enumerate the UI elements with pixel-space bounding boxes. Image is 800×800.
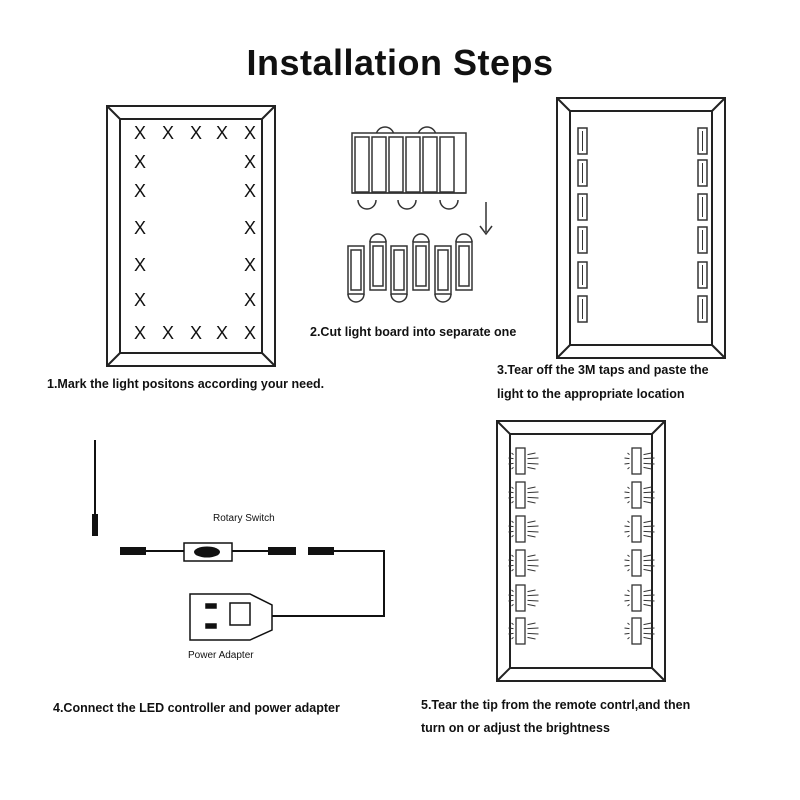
- step2-led-strip: [347, 126, 493, 303]
- position-marker: X: [244, 152, 256, 172]
- lit-light-pad: [624, 549, 655, 577]
- position-marker: X: [190, 323, 202, 343]
- light-pad: [697, 159, 708, 187]
- lit-light-pad: [508, 447, 539, 475]
- power-adapter-label: Power Adapter: [188, 650, 254, 661]
- position-marker: X: [244, 218, 256, 238]
- led-module: [455, 233, 473, 291]
- light-pad: [577, 295, 588, 323]
- step3-caption-line1: 3.Tear off the 3M taps and paste the: [497, 363, 709, 377]
- led-module: [369, 233, 387, 291]
- rotary-switch: [183, 542, 233, 562]
- light-pad: [697, 226, 708, 254]
- light-pad: [697, 193, 708, 221]
- position-marker: X: [134, 123, 146, 143]
- light-pad: [577, 193, 588, 221]
- led-module: [412, 233, 430, 291]
- led-module: [347, 245, 365, 303]
- led-module: [390, 245, 408, 303]
- lit-light-pad: [508, 584, 539, 612]
- power-adapter: [189, 593, 273, 641]
- position-marker: X: [244, 181, 256, 201]
- position-marker: X: [134, 255, 146, 275]
- position-marker: X: [134, 181, 146, 201]
- lit-light-pad: [508, 549, 539, 577]
- position-marker: X: [216, 323, 228, 343]
- page-title: Installation Steps: [246, 42, 554, 83]
- lit-light-pad: [508, 515, 539, 543]
- position-marker: X: [134, 218, 146, 238]
- led-module: [434, 245, 452, 303]
- lit-light-pad: [624, 617, 655, 645]
- step5-caption-line2: turn on or adjust the brightness: [421, 721, 610, 735]
- position-marker: X: [216, 123, 228, 143]
- position-marker: X: [134, 290, 146, 310]
- step2-caption: 2.Cut light board into separate one: [310, 325, 517, 339]
- step1-caption: 1.Mark the light positons according your…: [47, 377, 325, 391]
- lit-light-pad: [624, 515, 655, 543]
- position-marker: X: [162, 123, 174, 143]
- position-marker: X: [190, 123, 202, 143]
- step1-mirror: [106, 105, 276, 367]
- light-pad: [697, 127, 708, 155]
- lit-light-pad: [624, 447, 655, 475]
- position-marker: X: [244, 323, 256, 343]
- position-marker: X: [244, 290, 256, 310]
- lit-light-pad: [508, 617, 539, 645]
- position-marker: X: [244, 255, 256, 275]
- step3-caption-line2: light to the appropriate location: [497, 387, 685, 401]
- lit-light-pad: [508, 481, 539, 509]
- step4-wiring: [92, 440, 385, 617]
- rotary-switch-label: Rotary Switch: [213, 513, 275, 524]
- position-marker: X: [244, 123, 256, 143]
- step4-caption: 4.Connect the LED controller and power a…: [53, 701, 340, 715]
- step3-light-pads: [577, 127, 708, 323]
- position-marker: X: [134, 152, 146, 172]
- step3-mirror: [556, 97, 726, 359]
- light-pad: [577, 226, 588, 254]
- position-marker: X: [134, 323, 146, 343]
- light-pad: [577, 127, 588, 155]
- light-pad: [697, 261, 708, 289]
- light-pad: [577, 159, 588, 187]
- step5-lit-pads: [508, 447, 655, 645]
- step5-mirror: [496, 420, 666, 682]
- position-marker: X: [162, 323, 174, 343]
- lit-light-pad: [624, 584, 655, 612]
- light-pad: [697, 295, 708, 323]
- step5-caption-line1: 5.Tear the tip from the remote contrl,an…: [421, 698, 691, 712]
- light-pad: [577, 261, 588, 289]
- lit-light-pad: [624, 481, 655, 509]
